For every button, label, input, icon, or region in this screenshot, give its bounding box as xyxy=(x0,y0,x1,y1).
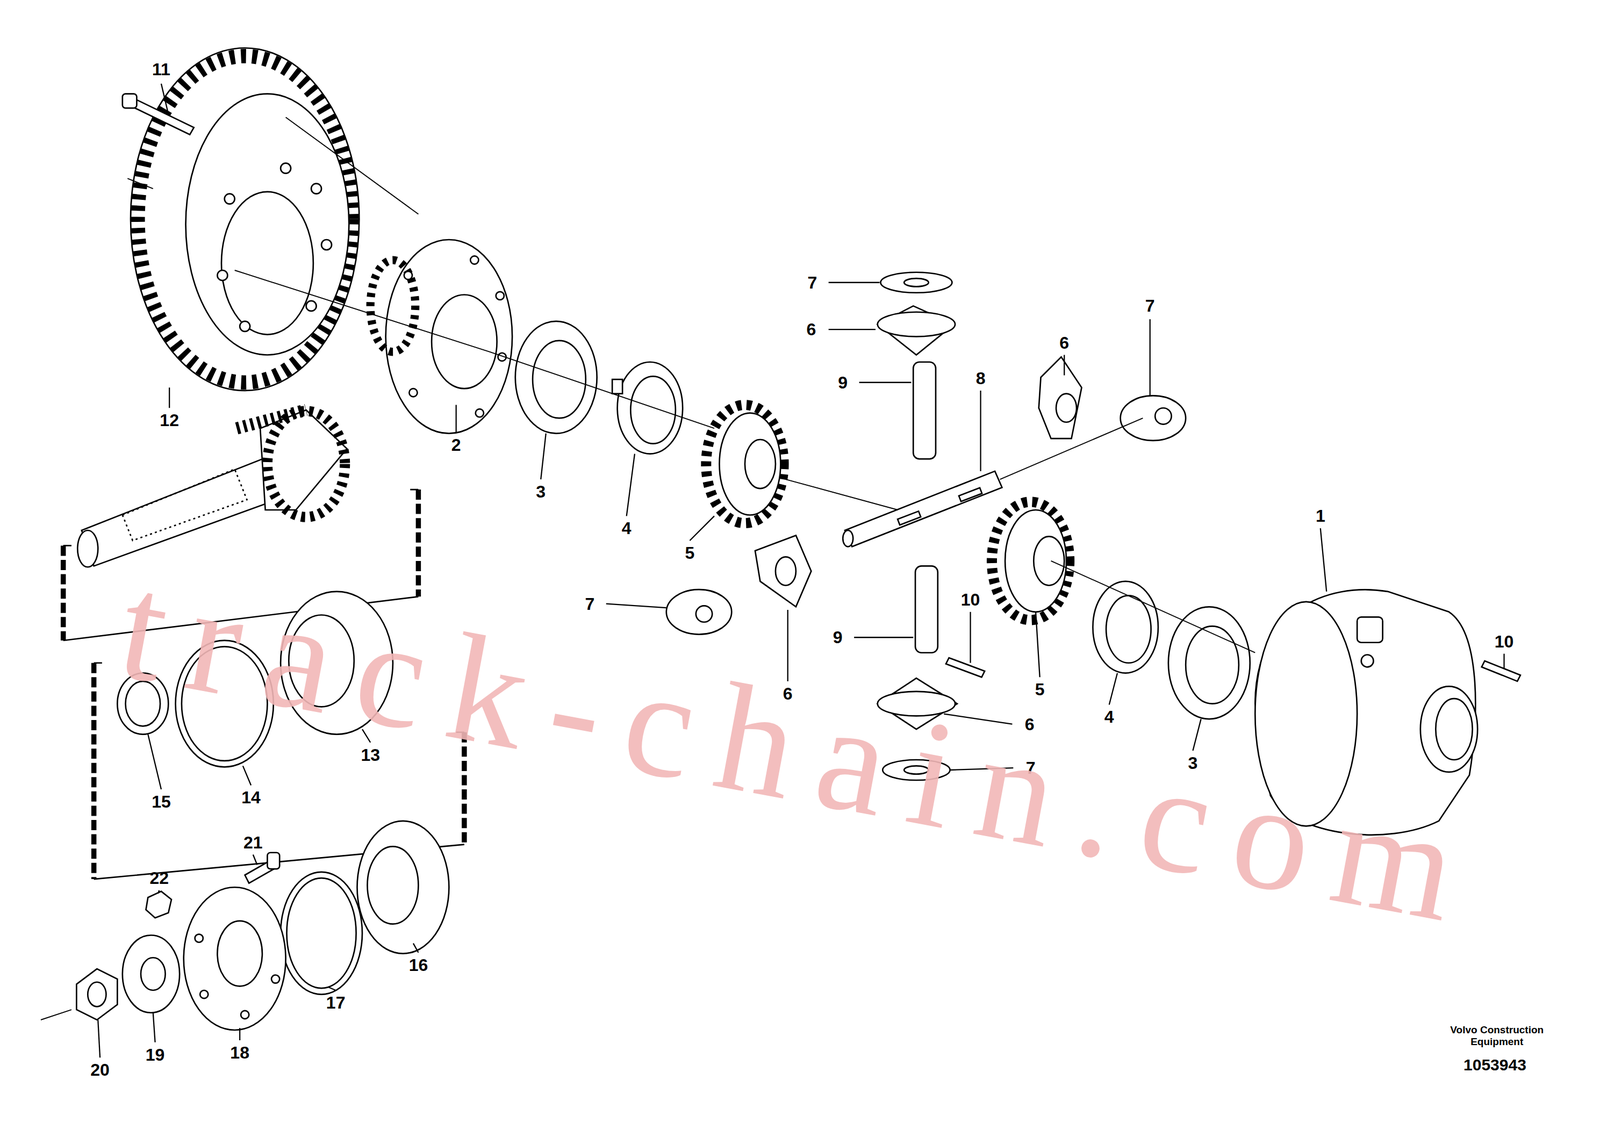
callout-number: 6 xyxy=(806,320,816,339)
callout-number: 14 xyxy=(241,788,261,807)
callout-number: 7 xyxy=(807,274,817,292)
callout-number: 21 xyxy=(243,834,263,852)
callout-number: 18 xyxy=(230,1044,250,1062)
watermark: track-chain.com xyxy=(109,548,1493,951)
callout-number: 6 xyxy=(1059,334,1069,352)
callout-number: 8 xyxy=(976,369,986,387)
callout-number: 7 xyxy=(584,595,595,613)
callout-number: 12 xyxy=(159,411,179,429)
callout-number: 5 xyxy=(1035,680,1045,699)
callout-number: 20 xyxy=(90,1061,110,1079)
drawing-number: 1053943 xyxy=(1463,1057,1527,1074)
callout-number: 2 xyxy=(451,436,462,454)
callout-number: 4 xyxy=(1104,708,1115,726)
callout-number: 1 xyxy=(1315,507,1326,525)
callout-number: 22 xyxy=(149,869,169,887)
callout-number: 10 xyxy=(1494,633,1515,651)
callout-number: 19 xyxy=(145,1046,165,1064)
callout-number: 10 xyxy=(960,591,981,609)
callout-number: 5 xyxy=(685,544,695,562)
publisher-note: Volvo Construction Equipment xyxy=(1440,1024,1554,1049)
callout-number: 11 xyxy=(152,60,171,78)
callout-number: 9 xyxy=(833,628,843,647)
callout-number: 7 xyxy=(1145,297,1155,315)
callout-number: 3 xyxy=(535,483,546,501)
callout-number: 4 xyxy=(621,519,632,537)
callout-number: 15 xyxy=(151,793,171,811)
callout-number: 9 xyxy=(837,374,848,392)
callout-number: 17 xyxy=(326,994,346,1012)
callout-number: 16 xyxy=(409,956,429,974)
